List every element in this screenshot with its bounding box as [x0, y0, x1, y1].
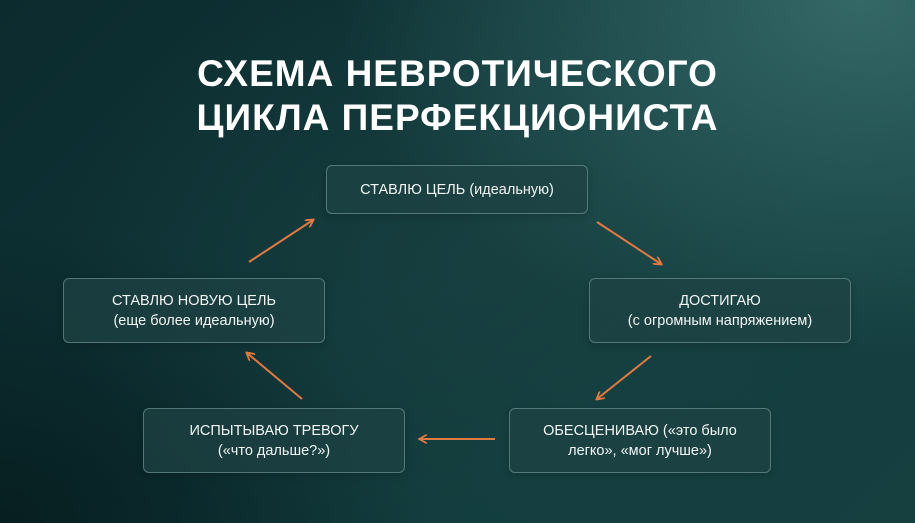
node-new-goal: СТАВЛЮ НОВУЮ ЦЕЛЬ (еще более идеальную): [63, 278, 325, 343]
title-line-1: СХЕМА НЕВРОТИЧЕСКОГО: [197, 53, 718, 94]
node-set-goal: СТАВЛЮ ЦЕЛЬ (идеальную): [326, 165, 588, 214]
arrow-new-goal-to-goal: [248, 220, 313, 263]
arrow-anxiety-to-new-goal: [247, 353, 303, 400]
node-new-goal-line-2: (еще более идеальную): [113, 312, 275, 329]
node-set-goal-line-1: СТАВЛЮ ЦЕЛЬ (идеальную): [360, 181, 554, 198]
node-achieve: ДОСТИГАЮ (с огромным напряжением): [589, 278, 851, 343]
node-devalue: ОБЕСЦЕНИВАЮ («это было легко», «мог лучш…: [509, 408, 771, 473]
title-line-2: ЦИКЛА ПЕРФЕКЦИОНИСТА: [196, 97, 719, 138]
node-anxiety-line-1: ИСПЫТЫВАЮ ТРЕВОГУ: [189, 422, 359, 439]
arrow-achieve-to-devalue: [597, 355, 652, 399]
node-devalue-line-2: легко», «мог лучше»): [568, 442, 712, 459]
node-achieve-line-1: ДОСТИГАЮ: [679, 292, 761, 309]
node-devalue-line-1: ОБЕСЦЕНИВАЮ («это было: [543, 422, 737, 439]
arrow-goal-to-achieve: [596, 221, 661, 264]
node-anxiety-line-2: («что дальше?»): [217, 442, 331, 459]
node-new-goal-line-1: СТАВЛЮ НОВУЮ ЦЕЛЬ: [112, 292, 276, 309]
node-achieve-line-2: (с огромным напряжением): [627, 312, 813, 329]
diagram-title: СХЕМА НЕВРОТИЧЕСКОГО ЦИКЛА ПЕРФЕКЦИОНИСТ…: [0, 52, 915, 140]
node-anxiety: ИСПЫТЫВАЮ ТРЕВОГУ («что дальше?»): [143, 408, 405, 473]
